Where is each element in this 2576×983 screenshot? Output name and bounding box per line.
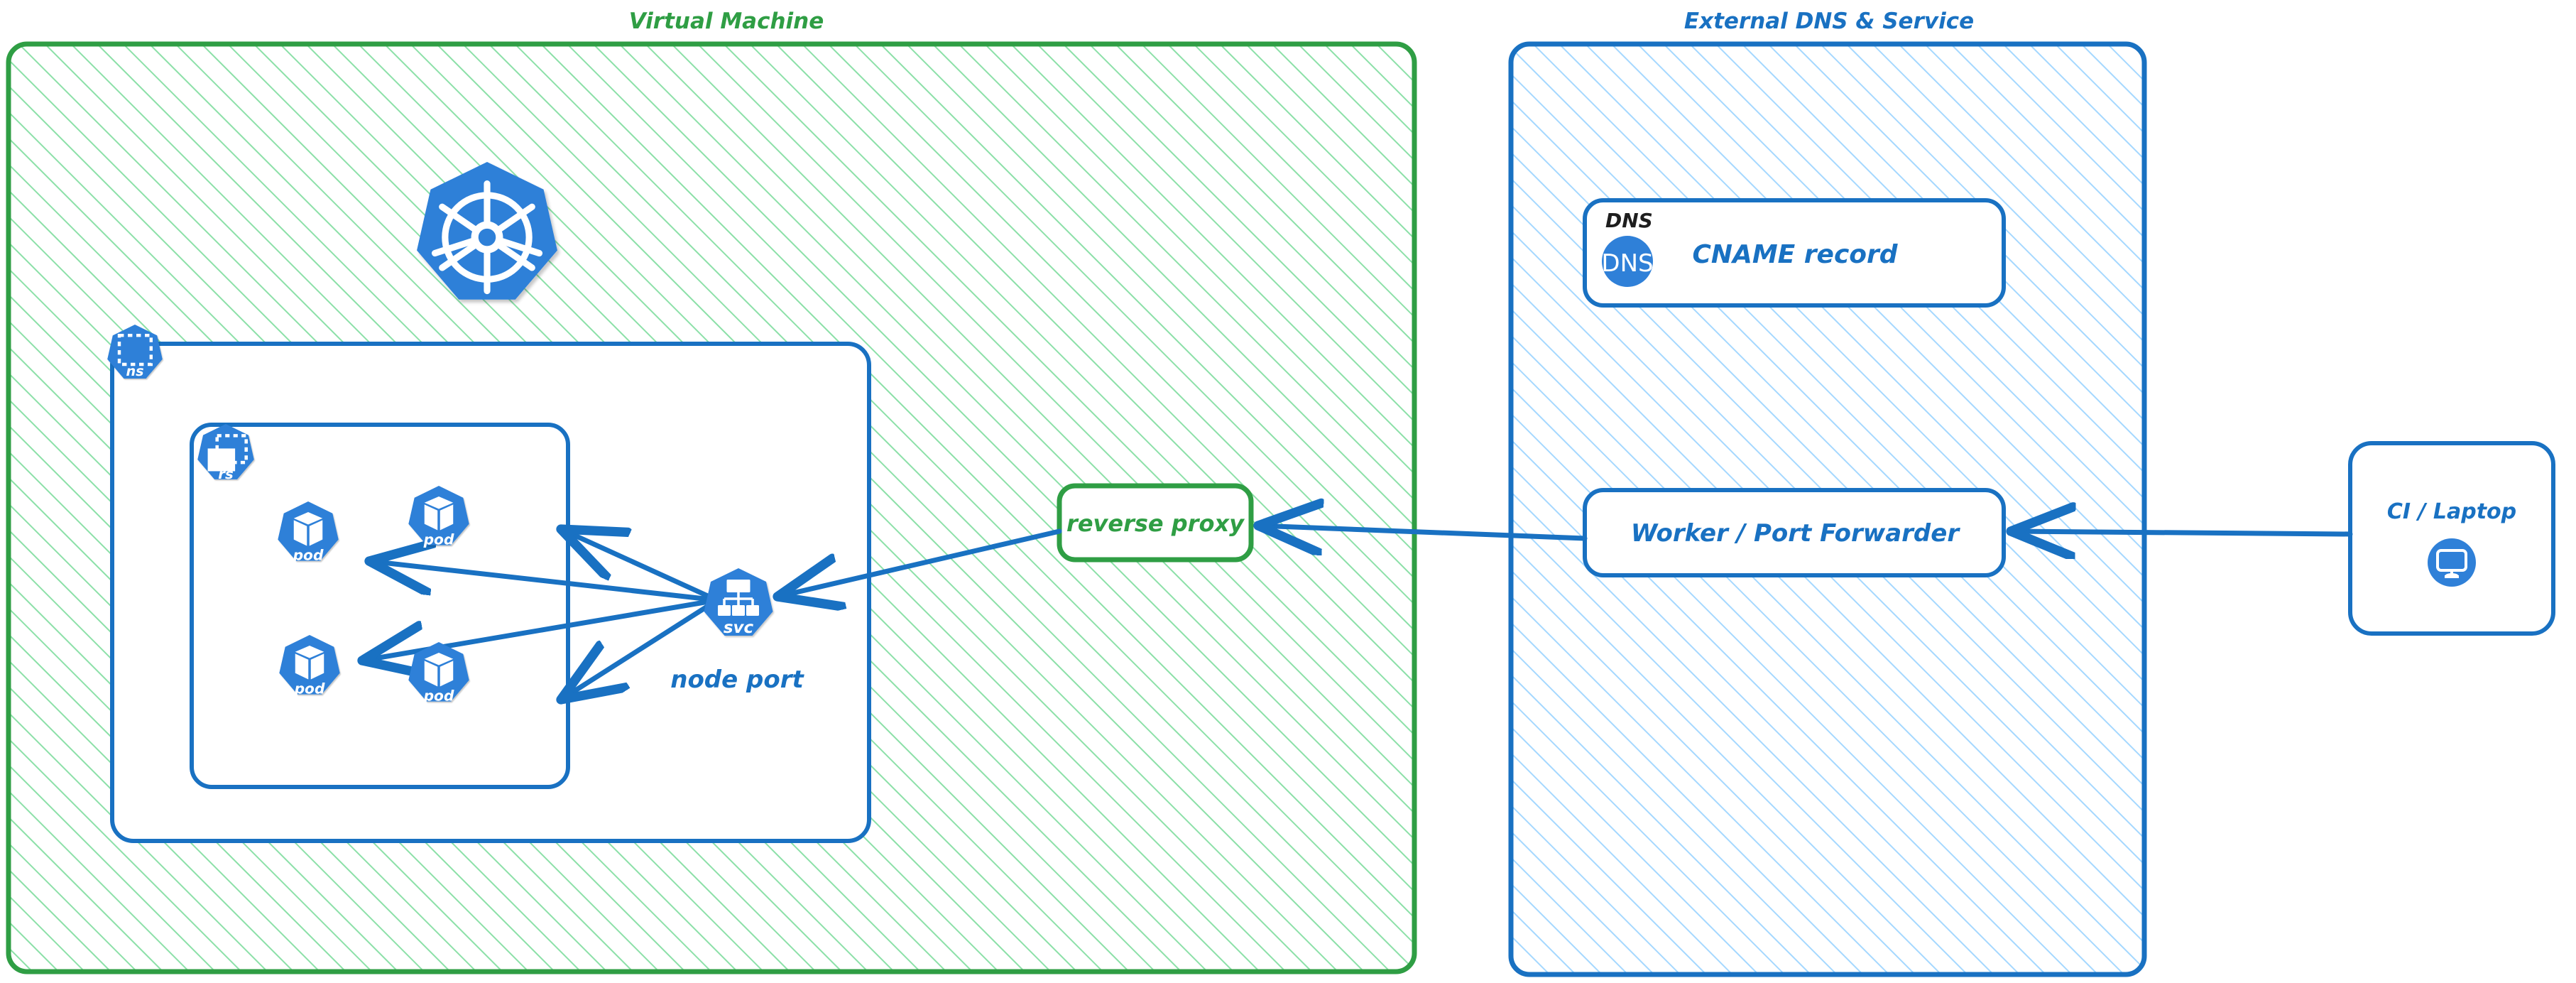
edge-service-to-pod-3 <box>362 597 720 661</box>
pod-label-2: pod <box>423 531 454 548</box>
pod-icon-3: pod <box>279 635 340 697</box>
desktop-monitor-icon <box>2428 538 2476 587</box>
dns-badge-text: DNS <box>1601 249 1653 278</box>
ci-laptop-label: CI / Laptop <box>2387 499 2516 524</box>
virtual-machine-title: Virtual Machine <box>629 9 824 34</box>
edge-worker-to-reverse-proxy <box>1258 526 1588 538</box>
worker-port-forwarder-label: Worker / Port Forwarder <box>1631 519 1960 548</box>
replicaset-badge-label: rs <box>218 466 234 482</box>
worker-card[interactable] <box>1583 488 2006 577</box>
node-port-caption: node port <box>670 666 804 694</box>
namespace-icon: ns <box>107 325 163 379</box>
pod-label-4: pod <box>423 688 454 705</box>
cname-record-label: CNAME record <box>1692 240 1898 269</box>
edge-service-to-pod-2 <box>561 529 720 603</box>
pod-label-3: pod <box>294 680 325 697</box>
edge-reverse-proxy-to-service <box>777 528 1062 597</box>
pod-icon-4: pod <box>408 642 469 705</box>
dns-badge-icon: DNS <box>1601 236 1654 287</box>
pod-label-1: pod <box>293 547 324 564</box>
reverse-proxy-box[interactable] <box>1057 483 1254 563</box>
namespace-badge-label: ns <box>126 363 143 379</box>
dns-card[interactable] <box>1583 198 2006 308</box>
external-title: External DNS & Service <box>1684 9 1974 34</box>
pod-icon-2: pod <box>408 486 469 548</box>
reverse-proxy-label: reverse proxy <box>1066 510 1245 537</box>
kubernetes-logo <box>417 162 557 300</box>
service-icon[interactable]: svc <box>704 568 773 637</box>
pod-icon-1: pod <box>278 501 339 564</box>
edge-ci-laptop-to-worker <box>2011 531 2353 534</box>
edge-service-to-pod-1 <box>369 561 720 603</box>
edge-service-to-pod-4 <box>561 597 720 700</box>
dns-corner-label: DNS <box>1605 209 1653 232</box>
replicaset-icon: rs <box>197 424 254 482</box>
service-badge-label: svc <box>724 619 754 637</box>
